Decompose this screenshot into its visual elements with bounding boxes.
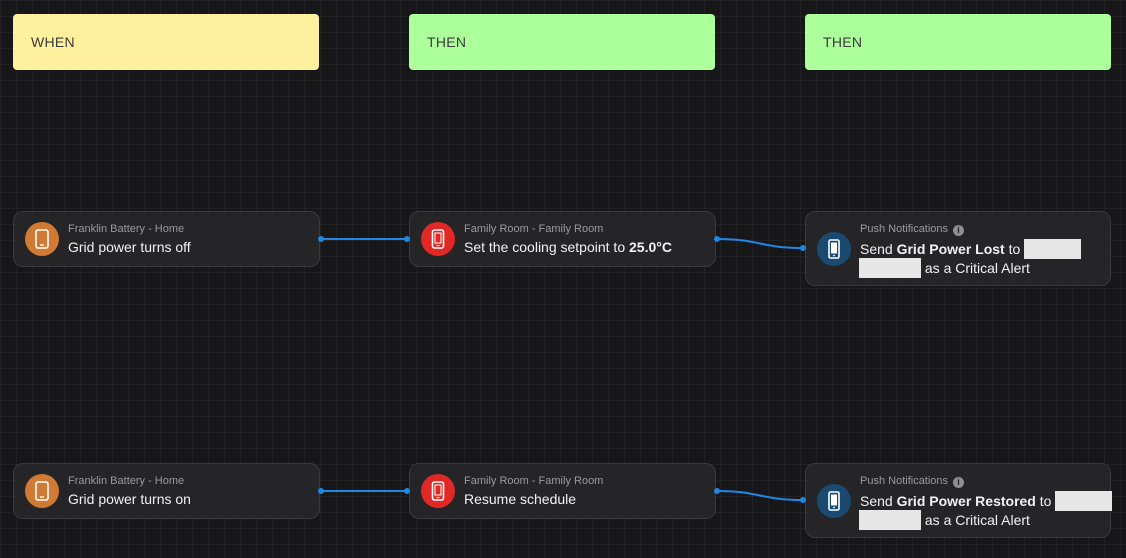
notify-device-label: Push Notifications i: [860, 223, 965, 236]
notify-message-name: Grid Power Restored: [896, 493, 1036, 509]
notify-text-line-1: Send Grid Power Restored to: [860, 491, 1113, 511]
notify-device-label: Push Notifications i: [860, 475, 965, 488]
tablet-icon: [25, 474, 59, 508]
tablet-icon: [25, 222, 59, 256]
notify-text-suffix: as a Critical Alert: [924, 260, 1030, 276]
input-port[interactable]: [404, 488, 410, 494]
notify-text-prefix: Send: [860, 493, 897, 509]
mobile-icon: [817, 484, 851, 518]
notify-device-name: Push Notifications: [860, 223, 949, 235]
phone-icon: [421, 222, 455, 256]
notify-text-line-2: as a Critical Alert: [859, 258, 1030, 278]
trigger-device-label: Franklin Battery - Home: [68, 475, 185, 487]
column-header-when: WHEN: [13, 14, 319, 70]
action-setpoint-value: 25.0°C: [629, 239, 672, 255]
trigger-text: Grid power turns on: [68, 491, 191, 507]
redacted-recipient: [1055, 491, 1113, 511]
notify-message-name: Grid Power Lost: [896, 241, 1005, 257]
redacted-recipient: [859, 510, 921, 530]
notify-text-to: to: [1004, 241, 1021, 257]
wire-action-to-notify-2: [716, 490, 804, 501]
mobile-icon: [817, 232, 851, 266]
column-header-then-2: THEN: [805, 14, 1111, 70]
column-header-label: THEN: [823, 34, 863, 50]
output-port[interactable]: [714, 488, 720, 494]
action-text: Resume schedule: [464, 491, 577, 507]
column-header-label: THEN: [427, 34, 467, 50]
trigger-node-grid-on[interactable]: Franklin Battery - Home Grid power turns…: [13, 463, 320, 519]
action-text: Set the cooling setpoint to 25.0°C: [464, 239, 672, 255]
notify-text-prefix: Send: [860, 241, 897, 257]
info-icon[interactable]: i: [953, 225, 965, 236]
info-icon[interactable]: i: [953, 477, 965, 488]
trigger-node-grid-off[interactable]: Franklin Battery - Home Grid power turns…: [13, 211, 320, 267]
output-port[interactable]: [318, 488, 324, 494]
trigger-text: Grid power turns off: [68, 239, 191, 255]
action-node-cooling-setpoint[interactable]: Family Room - Family Room Set the coolin…: [409, 211, 716, 267]
input-port[interactable]: [800, 497, 806, 503]
input-port[interactable]: [800, 245, 806, 251]
notify-text-suffix: as a Critical Alert: [924, 512, 1030, 528]
notify-text-line-1: Send Grid Power Lost to: [860, 239, 1082, 259]
column-header-then: THEN: [409, 14, 715, 70]
action-node-resume-schedule[interactable]: Family Room - Family Room Resume schedul…: [409, 463, 716, 519]
notify-node-grid-lost[interactable]: Push Notifications i Send Grid Power Lost…: [805, 211, 1111, 286]
trigger-device-label: Franklin Battery - Home: [68, 223, 185, 235]
notify-text-to: to: [1035, 493, 1052, 509]
notify-device-name: Push Notifications: [860, 475, 949, 487]
action-device-label: Family Room - Family Room: [464, 223, 604, 235]
action-device-label: Family Room - Family Room: [464, 475, 604, 487]
column-header-label: WHEN: [31, 34, 75, 50]
notify-text-line-2: as a Critical Alert: [859, 510, 1030, 530]
redacted-recipient: [1024, 239, 1082, 259]
output-port[interactable]: [318, 236, 324, 242]
output-port[interactable]: [714, 236, 720, 242]
input-port[interactable]: [404, 236, 410, 242]
wire-action-to-notify-1: [716, 238, 804, 249]
phone-icon: [421, 474, 455, 508]
redacted-recipient: [859, 258, 921, 278]
notify-node-grid-restored[interactable]: Push Notifications i Send Grid Power Rest…: [805, 463, 1113, 538]
action-text-prefix: Set the cooling setpoint to: [464, 239, 629, 255]
